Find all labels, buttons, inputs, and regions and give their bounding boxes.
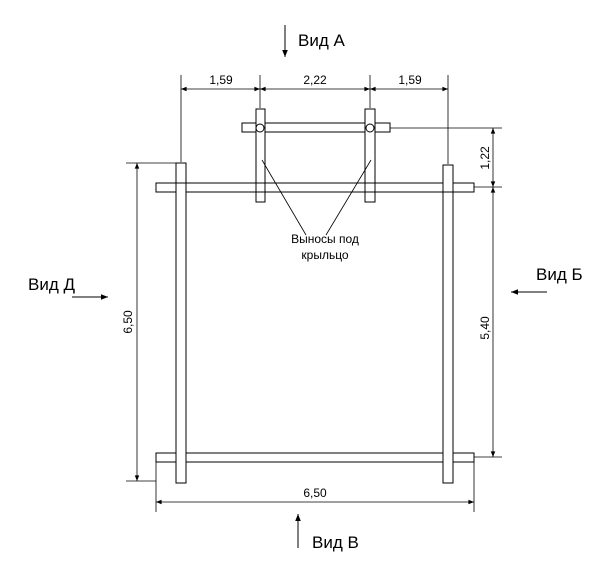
porch-post-left bbox=[255, 108, 266, 203]
dim-right-upper: 1,22 bbox=[478, 146, 492, 170]
left-dimension bbox=[126, 162, 176, 482]
bolt-right bbox=[365, 123, 375, 133]
right-upper-dimension bbox=[390, 127, 502, 188]
label-view-v: Вид В bbox=[312, 533, 359, 552]
label-view-d: Вид Д bbox=[28, 275, 75, 294]
view-arrows bbox=[72, 25, 547, 548]
bolt-left bbox=[255, 123, 265, 133]
dim-top-middle: 2,22 bbox=[303, 73, 327, 87]
dim-right-lower: 5,40 bbox=[478, 316, 492, 340]
label-view-b: Вид Б bbox=[536, 265, 583, 284]
dim-bottom-width: 6,50 bbox=[303, 486, 327, 500]
dim-top-left: 1,59 bbox=[209, 73, 233, 87]
beam-right-front bbox=[442, 164, 454, 484]
bottom-dimension bbox=[155, 462, 475, 512]
beams bbox=[155, 108, 475, 484]
porch-beam bbox=[241, 122, 391, 133]
annotation-leaders bbox=[261, 159, 372, 236]
beam-left-front bbox=[175, 162, 187, 484]
annotation-line-1: Выносы под bbox=[291, 232, 359, 246]
top-dimension-chain bbox=[180, 75, 449, 164]
label-view-a: Вид А bbox=[298, 31, 345, 50]
porch-post-right bbox=[364, 108, 376, 203]
annotation-line-2: крыльцо bbox=[301, 248, 349, 262]
beam-bottom bbox=[155, 452, 475, 463]
right-lower-dimension bbox=[474, 187, 502, 458]
dim-top-right: 1,59 bbox=[398, 73, 422, 87]
beam-top bbox=[155, 182, 475, 193]
dim-left-height: 6,50 bbox=[121, 310, 135, 334]
